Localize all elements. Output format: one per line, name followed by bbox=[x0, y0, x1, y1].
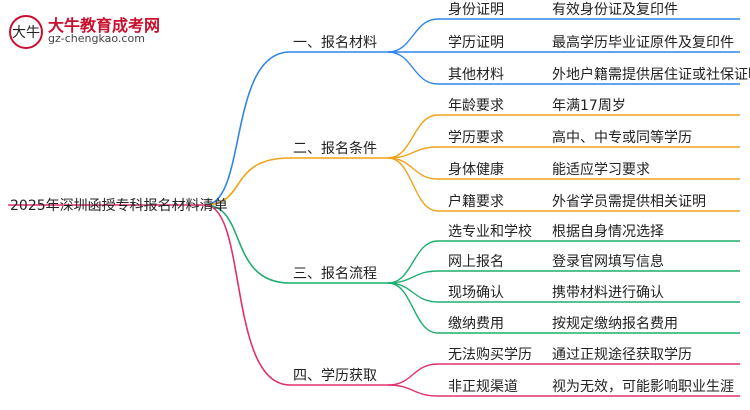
item-label: 非正规渠道 bbox=[448, 379, 518, 395]
item-detail: 携带材料进行确认 bbox=[552, 285, 664, 301]
logo-icon: 大牛 bbox=[9, 15, 43, 49]
item-label: 现场确认 bbox=[448, 285, 504, 301]
item-connector bbox=[387, 157, 439, 212]
branch-label: 二、报名条件 bbox=[293, 141, 377, 157]
item-detail: 能适应学习要求 bbox=[552, 162, 650, 178]
branch-label: 四、学历获取 bbox=[293, 368, 377, 384]
item-label: 身体健康 bbox=[448, 162, 504, 178]
item-connector bbox=[387, 146, 439, 159]
branch-label: 三、报名流程 bbox=[293, 266, 377, 282]
item-detail: 通过正规途径获取学历 bbox=[552, 347, 692, 363]
item-detail: 登录官网填写信息 bbox=[552, 254, 664, 270]
item-label: 户籍要求 bbox=[448, 194, 504, 210]
item-detail: 按规定缴纳报名费用 bbox=[552, 316, 678, 332]
item-label: 网上报名 bbox=[448, 254, 504, 270]
item-label: 年龄要求 bbox=[448, 98, 504, 114]
branch-connector bbox=[204, 157, 291, 206]
item-label: 其他材料 bbox=[448, 67, 504, 83]
item-connector bbox=[387, 114, 439, 159]
branch-connector bbox=[204, 51, 291, 206]
item-connector bbox=[387, 282, 439, 334]
item-label: 无法购买学历 bbox=[448, 347, 532, 363]
item-connector bbox=[387, 18, 439, 53]
root-topic: 2025年深圳函授专科报名材料清单 bbox=[10, 198, 228, 214]
item-label: 学历证明 bbox=[448, 35, 504, 51]
svg-text:大牛: 大牛 bbox=[12, 25, 40, 41]
item-detail: 高中、中专或同等学历 bbox=[552, 130, 692, 146]
logo-url: gz-chengkao.com bbox=[48, 32, 145, 45]
item-detail: 外地户籍需提供居住证或社保证明 bbox=[552, 67, 750, 83]
item-connector bbox=[387, 157, 439, 180]
item-label: 学历要求 bbox=[448, 130, 504, 146]
item-label: 身份证明 bbox=[448, 2, 504, 18]
item-detail: 根据自身情况选择 bbox=[552, 224, 664, 240]
branch-connector bbox=[204, 204, 291, 386]
site-logo[interactable]: 大牛 大牛教育成考网 gz-chengkao.com bbox=[8, 12, 168, 52]
item-detail: 年满17周岁 bbox=[552, 98, 626, 114]
item-label: 选专业和学校 bbox=[448, 224, 532, 240]
item-detail: 视为无效，可能影响职业生涯 bbox=[552, 379, 734, 395]
item-connector bbox=[387, 384, 439, 397]
item-connector bbox=[387, 363, 439, 386]
item-detail: 有效身份证及复印件 bbox=[552, 2, 678, 18]
item-connector bbox=[387, 240, 439, 284]
branch-connector bbox=[204, 204, 291, 284]
item-label: 缴纳费用 bbox=[448, 316, 504, 332]
logo-title: 大牛教育成考网 bbox=[48, 16, 161, 35]
item-detail: 外省学员需提供相关证明 bbox=[552, 194, 706, 210]
branch-label: 一、报名材料 bbox=[293, 35, 377, 51]
item-detail: 最高学历毕业证原件及复印件 bbox=[552, 35, 734, 51]
item-connector bbox=[387, 51, 439, 85]
item-connector bbox=[387, 282, 439, 303]
